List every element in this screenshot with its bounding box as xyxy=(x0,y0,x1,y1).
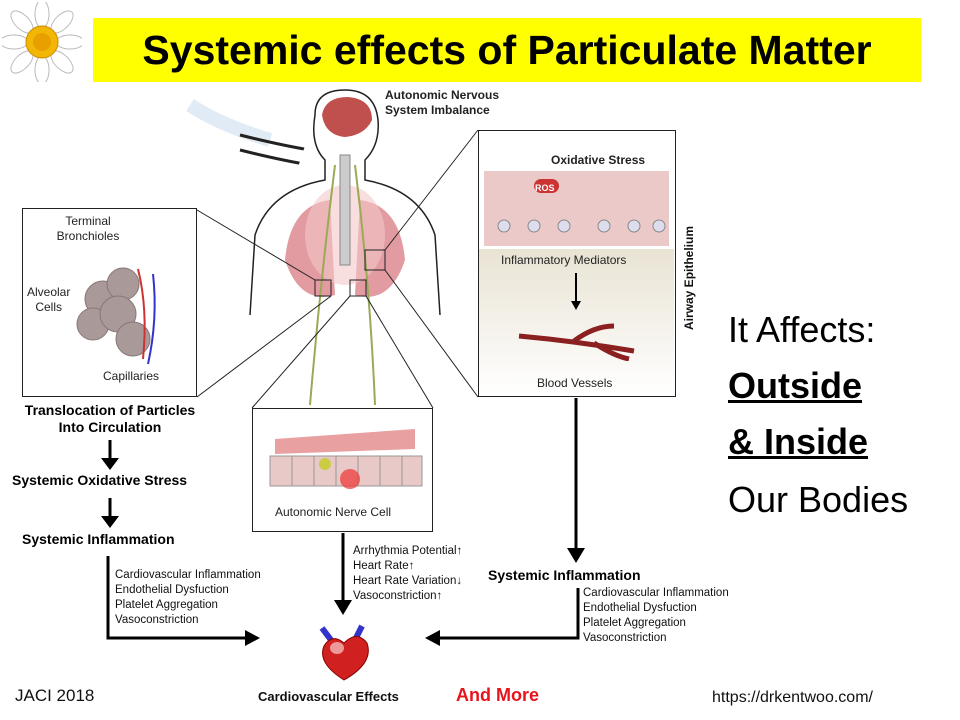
body-illustration xyxy=(186,89,479,409)
nerve-cell-label: Autonomic Nerve Cell xyxy=(275,505,392,519)
website-url[interactable]: https://drkentwoo.com/ xyxy=(712,689,873,706)
left-list-item: Vasoconstriction xyxy=(115,614,199,626)
alveolar-label-1: Alveolar xyxy=(27,285,71,299)
epithelium-cells xyxy=(484,171,669,246)
brain-label-line2: System Imbalance xyxy=(385,103,490,117)
right-list-item: Platelet Aggregation xyxy=(583,617,686,629)
blood-vessels-label: Blood Vessels xyxy=(537,376,613,390)
middle-list-item: Arrhythmia Potential↑ xyxy=(353,545,463,557)
ros-label: ROS xyxy=(535,183,555,193)
mediators-label: Inflammatory Mediators xyxy=(501,253,627,267)
and-more-label: And More xyxy=(456,685,539,705)
left-list-item: Endothelial Dysfuction xyxy=(115,584,229,596)
callout-line1: It Affects: xyxy=(728,309,876,350)
terminal-label-1: Terminal xyxy=(65,214,111,228)
capillaries-label: Capillaries xyxy=(103,369,160,383)
right-list-item: Endothelial Dysfuction xyxy=(583,602,697,614)
alveoli-illustration xyxy=(76,267,156,365)
systemic-oxidative-stress: Systemic Oxidative Stress xyxy=(12,472,188,488)
translocation-line1: Translocation of Particles xyxy=(24,402,196,418)
middle-list-item: Vasoconstriction↑ xyxy=(353,590,443,602)
callout-line3: & Inside xyxy=(728,421,869,462)
nerve-cell-illustration xyxy=(269,429,423,489)
heart-illustration xyxy=(319,624,369,681)
right-list-item: Vasoconstriction xyxy=(583,632,667,644)
cardiovascular-effects-label: Cardiovascular Effects xyxy=(258,689,399,704)
callout-line2: Outside xyxy=(728,365,863,406)
blood-vessel-illustration xyxy=(518,323,635,361)
sunflower-logo xyxy=(2,2,82,82)
left-list-item: Cardiovascular Inflammation xyxy=(115,569,261,581)
translocation-line2: Into Circulation xyxy=(58,419,162,435)
middle-list-item: Heart Rate Variation↓ xyxy=(353,575,463,587)
epithelium-inset: ROS Oxidative Stress Inflammatory Mediat… xyxy=(478,130,676,397)
left-list-item: Platelet Aggregation xyxy=(115,599,218,611)
oxidative-stress-label: Oxidative Stress xyxy=(551,153,646,167)
middle-list-item: Heart Rate↑ xyxy=(353,560,415,572)
page-title: Systemic effects of Particulate Matter xyxy=(93,18,921,82)
brain-label-line1: Autonomic Nervous xyxy=(385,88,500,102)
source-citation: JACI 2018 xyxy=(15,686,95,705)
nerve-cell-inset: Autonomic Nerve Cell xyxy=(252,408,433,532)
alveolar-label-2: Cells xyxy=(35,300,63,314)
systemic-inflammation-right: Systemic Inflammation xyxy=(488,567,641,583)
terminal-label-2: Bronchioles xyxy=(56,229,120,243)
callout-line4: Our Bodies xyxy=(728,479,909,520)
right-list-item: Cardiovascular Inflammation xyxy=(583,587,729,599)
systemic-inflammation-left: Systemic Inflammation xyxy=(22,531,175,547)
